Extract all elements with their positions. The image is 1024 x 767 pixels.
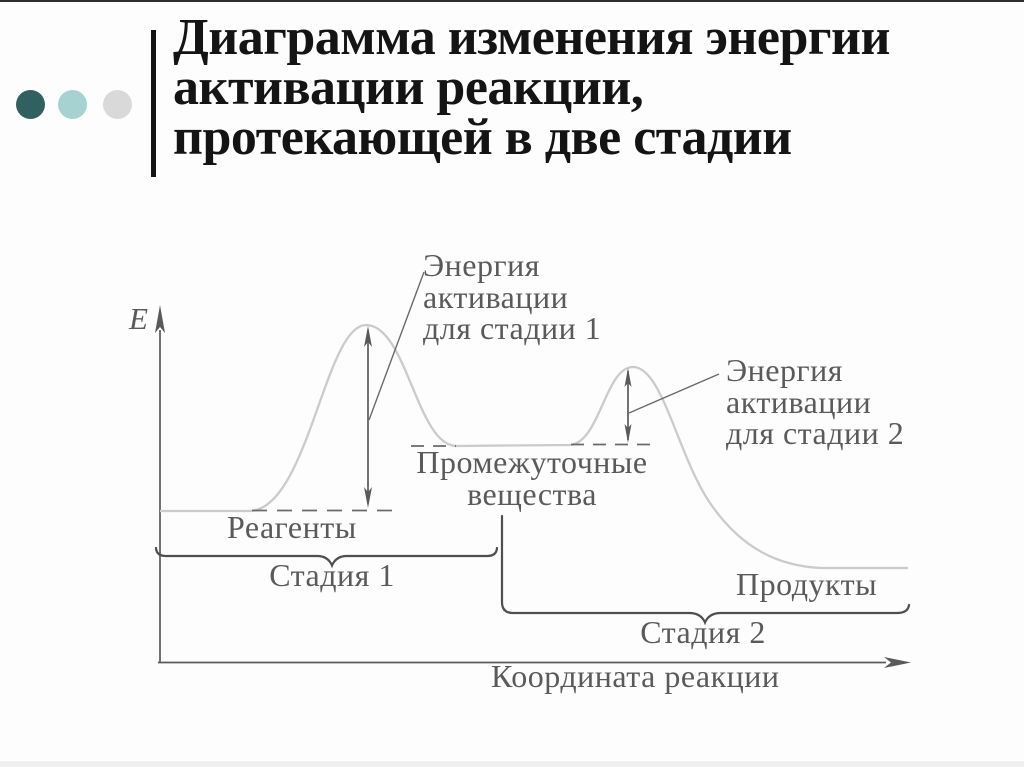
decor-bullet-light-teal (58, 90, 87, 119)
activation1-leader-line (368, 271, 425, 421)
activation-energy-stage2-label: Энергия активации для стадии 2 (726, 352, 905, 451)
slide-title: Диаграмма изменения энергии активации ре… (173, 9, 890, 166)
stage1-label: Стадия 1 (269, 557, 395, 593)
activation2-leader-line (628, 373, 720, 414)
activation1-arrowhead-up-icon (364, 326, 372, 347)
products-label: Продукты (736, 566, 878, 602)
reagents-label: Реагенты (227, 509, 357, 545)
intermediates-label: Промежуточные вещества (416, 444, 648, 512)
x-axis-arrowhead-icon (884, 657, 911, 668)
y-axis-arrowhead-icon (155, 305, 165, 333)
x-axis-label: Координата реакции (491, 658, 780, 694)
stage2-label: Стадия 2 (640, 614, 766, 650)
slide-top-rule (0, 0, 1024, 2)
decor-bullet-light-gray (103, 90, 132, 119)
title-accent-bar (151, 30, 156, 177)
slide-bottom-strip (0, 761, 1024, 767)
y-axis-label: E (129, 301, 149, 336)
activation2-arrowhead-up-icon (624, 368, 632, 387)
activation1-arrowhead-down-icon (364, 487, 372, 508)
activation2-arrowhead-down-icon (624, 424, 632, 443)
activation-energy-stage1-label: Энергия активации для стадии 1 (423, 247, 602, 346)
decor-bullet-dark-teal (16, 90, 45, 119)
